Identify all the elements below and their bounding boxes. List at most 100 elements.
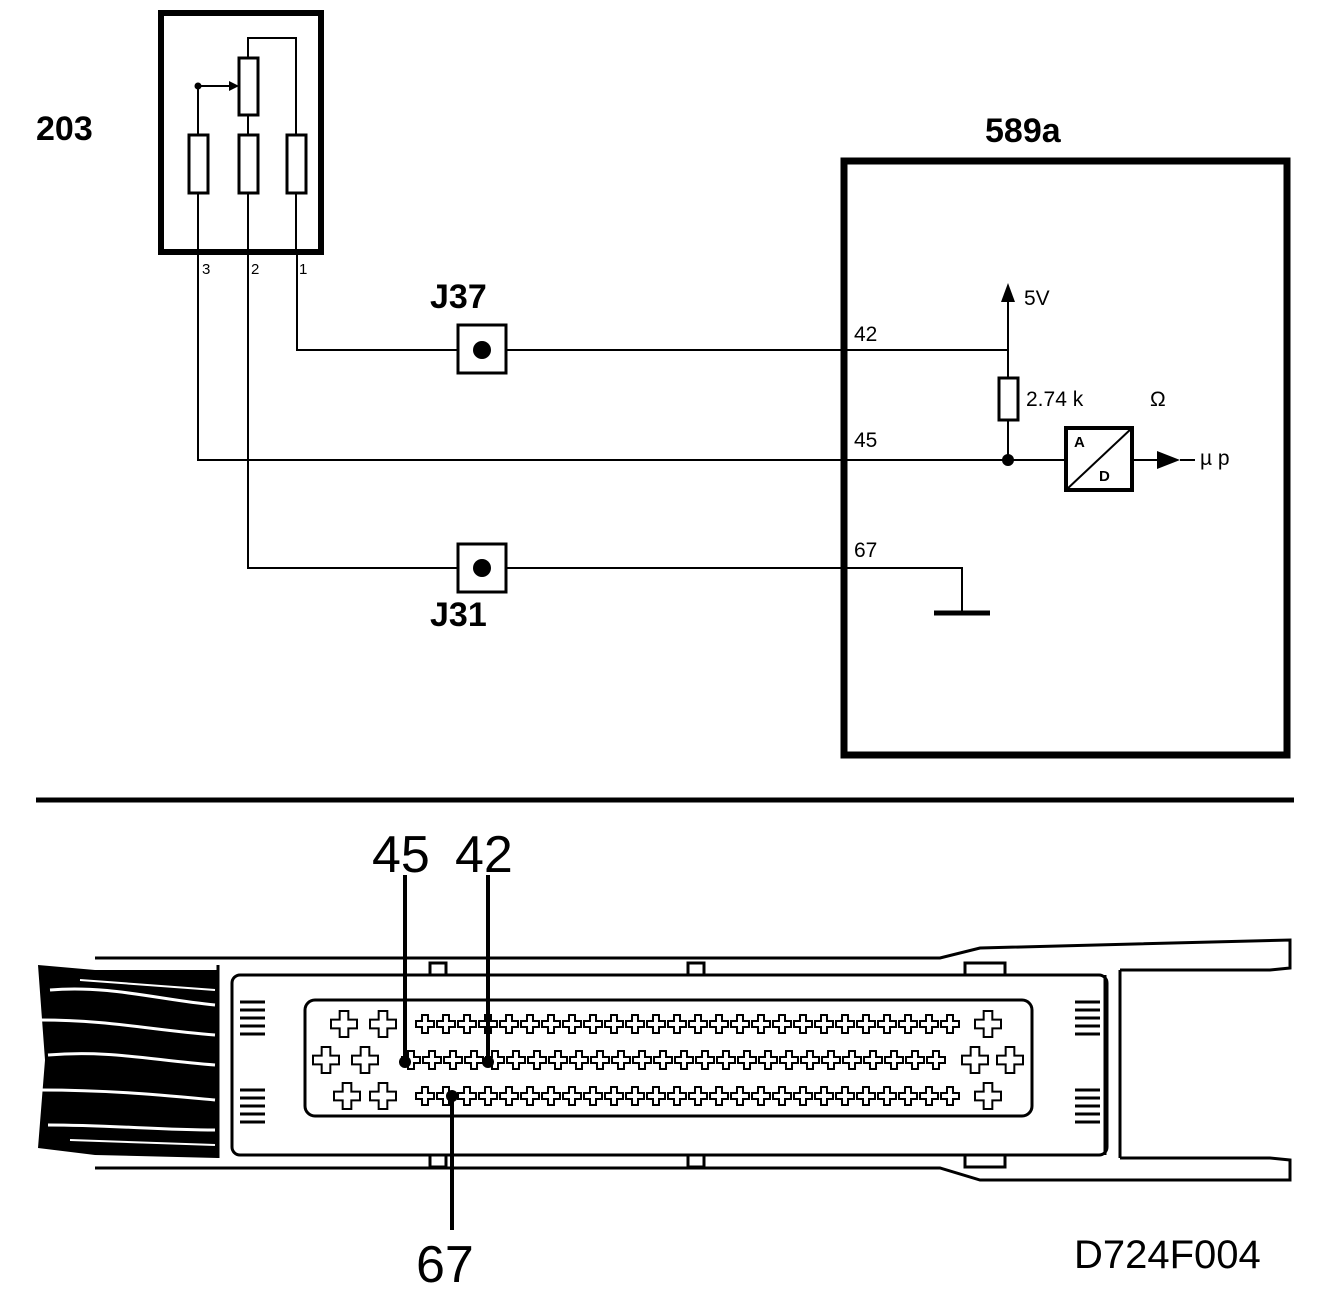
connector-pin (312, 1046, 340, 1074)
connector-pin (856, 1086, 876, 1106)
connector-pin (333, 1082, 361, 1110)
connector-pin (541, 1086, 561, 1106)
connector-pin-67-label: 67 (416, 1236, 474, 1294)
supply-voltage-label: 5V (1024, 287, 1050, 310)
connector-pin (527, 1050, 547, 1070)
connector-pin (569, 1050, 589, 1070)
adc-d-label: D (1099, 468, 1110, 485)
connector-pin (351, 1046, 379, 1074)
connector-pin (905, 1050, 925, 1070)
connector-pin (369, 1010, 397, 1038)
connector-pin-45-label: 45 (372, 826, 430, 884)
connector-pin (737, 1050, 757, 1070)
connector-pin (415, 1014, 435, 1034)
connector-pin (667, 1014, 687, 1034)
connector-pin (457, 1014, 477, 1034)
connector-pin (499, 1086, 519, 1106)
sensor-resistor-1 (285, 133, 308, 195)
connector-pin (877, 1014, 897, 1034)
ecu-pin-45: 45 (854, 429, 877, 452)
connector-pin (884, 1050, 904, 1070)
connector-pin (583, 1014, 603, 1034)
connector-pin (779, 1050, 799, 1070)
connector-pin (695, 1050, 715, 1070)
connector-pin (415, 1086, 435, 1106)
output-arrow-icon (1157, 451, 1180, 469)
wire-pin2-to-67 (247, 252, 844, 569)
ecu-589a-box (840, 157, 1291, 759)
potentiometer (237, 56, 260, 117)
connector-pin (464, 1050, 484, 1070)
sensor-203-box (158, 10, 324, 255)
connector-pin (919, 1086, 939, 1106)
sensor-resistor-3 (187, 133, 210, 195)
ad-converter (1064, 426, 1134, 492)
connector-pin (604, 1086, 624, 1106)
connector-pin (674, 1050, 694, 1070)
wire-pin1-to-42 (296, 252, 844, 351)
sensor-resistor-2 (237, 133, 260, 195)
wiper-arrow-icon (229, 81, 239, 91)
connector-pin (821, 1050, 841, 1070)
connector-pin (611, 1050, 631, 1070)
connector-pin (751, 1086, 771, 1106)
connector-pin (667, 1086, 687, 1106)
junction-j37 (456, 323, 508, 375)
junction-j31 (456, 542, 508, 594)
connector-pin (688, 1086, 708, 1106)
connector-pin (974, 1010, 1002, 1038)
junction-j37-label: J37 (430, 278, 487, 316)
connector-pin (974, 1082, 1002, 1110)
connector-pin (940, 1014, 960, 1034)
connector-pin (940, 1086, 960, 1106)
supply-arrow-icon (1001, 283, 1015, 302)
connector-pin (562, 1086, 582, 1106)
connector-pin (583, 1086, 603, 1106)
connector-pin (716, 1050, 736, 1070)
connector-pin (478, 1086, 498, 1106)
drawing-code: D724F004 (1074, 1233, 1261, 1277)
sensor-pin-1: 1 (299, 261, 307, 278)
microprocessor-label: µ p (1200, 447, 1230, 470)
connector-pin (835, 1086, 855, 1106)
connector-pin (604, 1014, 624, 1034)
connector-pin (625, 1086, 645, 1106)
connector-pin-grid (312, 1010, 1024, 1110)
resistor-value-label: 2.74 k (1026, 388, 1084, 411)
connector-pin (800, 1050, 820, 1070)
adc-a-label: A (1074, 434, 1085, 451)
junction-j31-label: J31 (430, 596, 487, 634)
connector-pin (730, 1086, 750, 1106)
connector-pin (499, 1014, 519, 1034)
connector-pin (926, 1050, 946, 1070)
connector-pin (898, 1086, 918, 1106)
connector-pin (709, 1014, 729, 1034)
connector-pin (793, 1086, 813, 1106)
ohm-symbol: Ω (1150, 388, 1166, 411)
connector-pin (457, 1086, 477, 1106)
pullup-resistor (997, 376, 1020, 422)
connector-pin (814, 1086, 834, 1106)
connector-pin (856, 1014, 876, 1034)
ecu-pin-67: 67 (854, 539, 877, 562)
connector-pin-42-label: 42 (455, 826, 513, 884)
connector-pin (625, 1014, 645, 1034)
ecu-connector-drawing (38, 938, 1292, 1182)
connector-pin (653, 1050, 673, 1070)
connector-pin (772, 1014, 792, 1034)
connector-pin (814, 1014, 834, 1034)
sensor-pin-3: 3 (202, 261, 210, 278)
connector-pin (877, 1086, 897, 1106)
connector-pin (541, 1014, 561, 1034)
wire-pin3-to-45 (197, 252, 844, 461)
connector-pin (688, 1014, 708, 1034)
connector-pin (646, 1086, 666, 1106)
connector-pin (758, 1050, 778, 1070)
connector-pin (730, 1014, 750, 1034)
connector-pin (330, 1010, 358, 1038)
ecu-component-label: 589a (985, 112, 1062, 150)
connector-pin (422, 1050, 442, 1070)
connector-pin (793, 1014, 813, 1034)
connector-pin (996, 1046, 1024, 1074)
connector-pin (443, 1050, 463, 1070)
